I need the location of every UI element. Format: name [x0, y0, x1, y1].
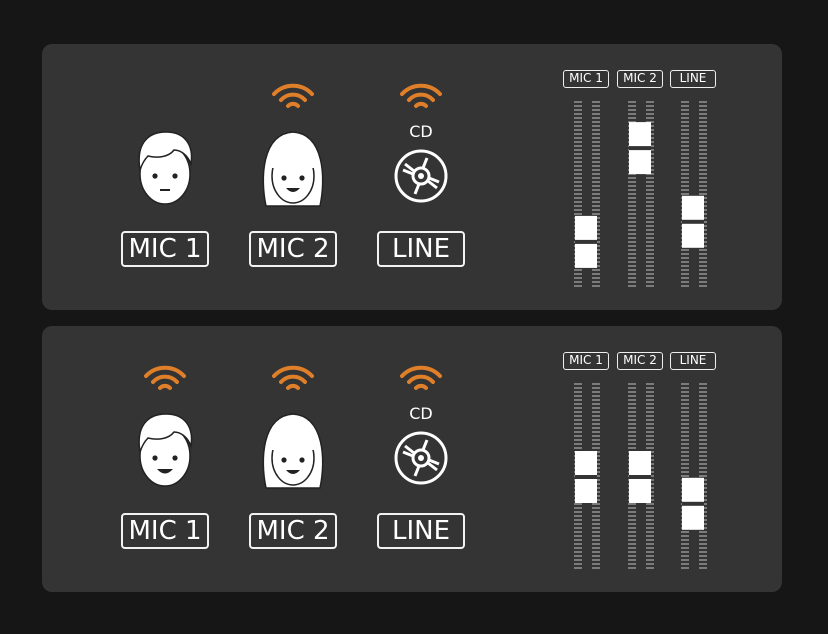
fader-header-mic1: MIC 1 [563, 70, 609, 88]
female-face-icon [262, 131, 324, 207]
fader-header-line: LINE [670, 70, 716, 88]
male-face-icon [138, 413, 193, 487]
source-label-mic2: MIC 2 [249, 513, 337, 549]
broadcast-wave-icon [272, 365, 314, 390]
fader-bank-1 [574, 101, 707, 288]
cd-caption: CD [409, 404, 433, 423]
mixer-panel-2: MIC 1 MIC 2 CD LINE MIC 1 MIC 2 LINE [42, 326, 782, 592]
broadcast-wave-icon [272, 83, 314, 108]
source-label-line: LINE [377, 231, 465, 267]
cd-icon [394, 149, 448, 203]
cd-icon [394, 431, 448, 485]
cd-caption: CD [409, 122, 433, 141]
broadcast-wave-icon [400, 83, 442, 108]
male-face-icon [138, 131, 193, 205]
broadcast-wave-icon [144, 365, 186, 390]
source-label-line: LINE [377, 513, 465, 549]
female-face-icon [262, 413, 324, 489]
fader-2[interactable] [628, 101, 654, 288]
fader-1[interactable] [574, 101, 600, 288]
fader-header-mic2: MIC 2 [617, 352, 663, 370]
fader-header-mic1: MIC 1 [563, 352, 609, 370]
fader-header-mic2: MIC 2 [617, 70, 663, 88]
source-label-mic2: MIC 2 [249, 231, 337, 267]
mixer-panel-1: MIC 1 MIC 2 CD LINE MIC 1 MIC 2 LINE [42, 44, 782, 310]
fader-2[interactable] [628, 383, 654, 570]
fader-3[interactable] [681, 101, 707, 288]
fader-bank-2 [574, 383, 707, 570]
source-label-mic1: MIC 1 [121, 513, 209, 549]
fader-1[interactable] [574, 383, 600, 570]
broadcast-wave-icon [400, 365, 442, 390]
fader-3[interactable] [681, 383, 707, 570]
fader-header-line: LINE [670, 352, 716, 370]
source-label-mic1: MIC 1 [121, 231, 209, 267]
